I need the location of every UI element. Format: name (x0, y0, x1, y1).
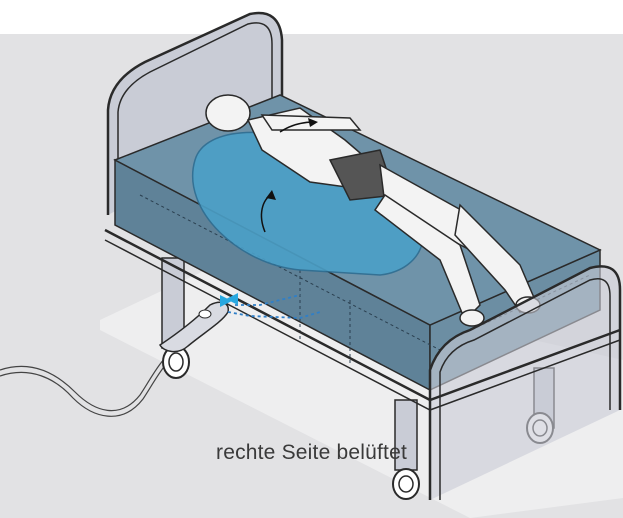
top-background (0, 0, 623, 34)
wheel-front-left (393, 469, 419, 499)
caption-label: rechte Seite belüftet (0, 441, 623, 465)
